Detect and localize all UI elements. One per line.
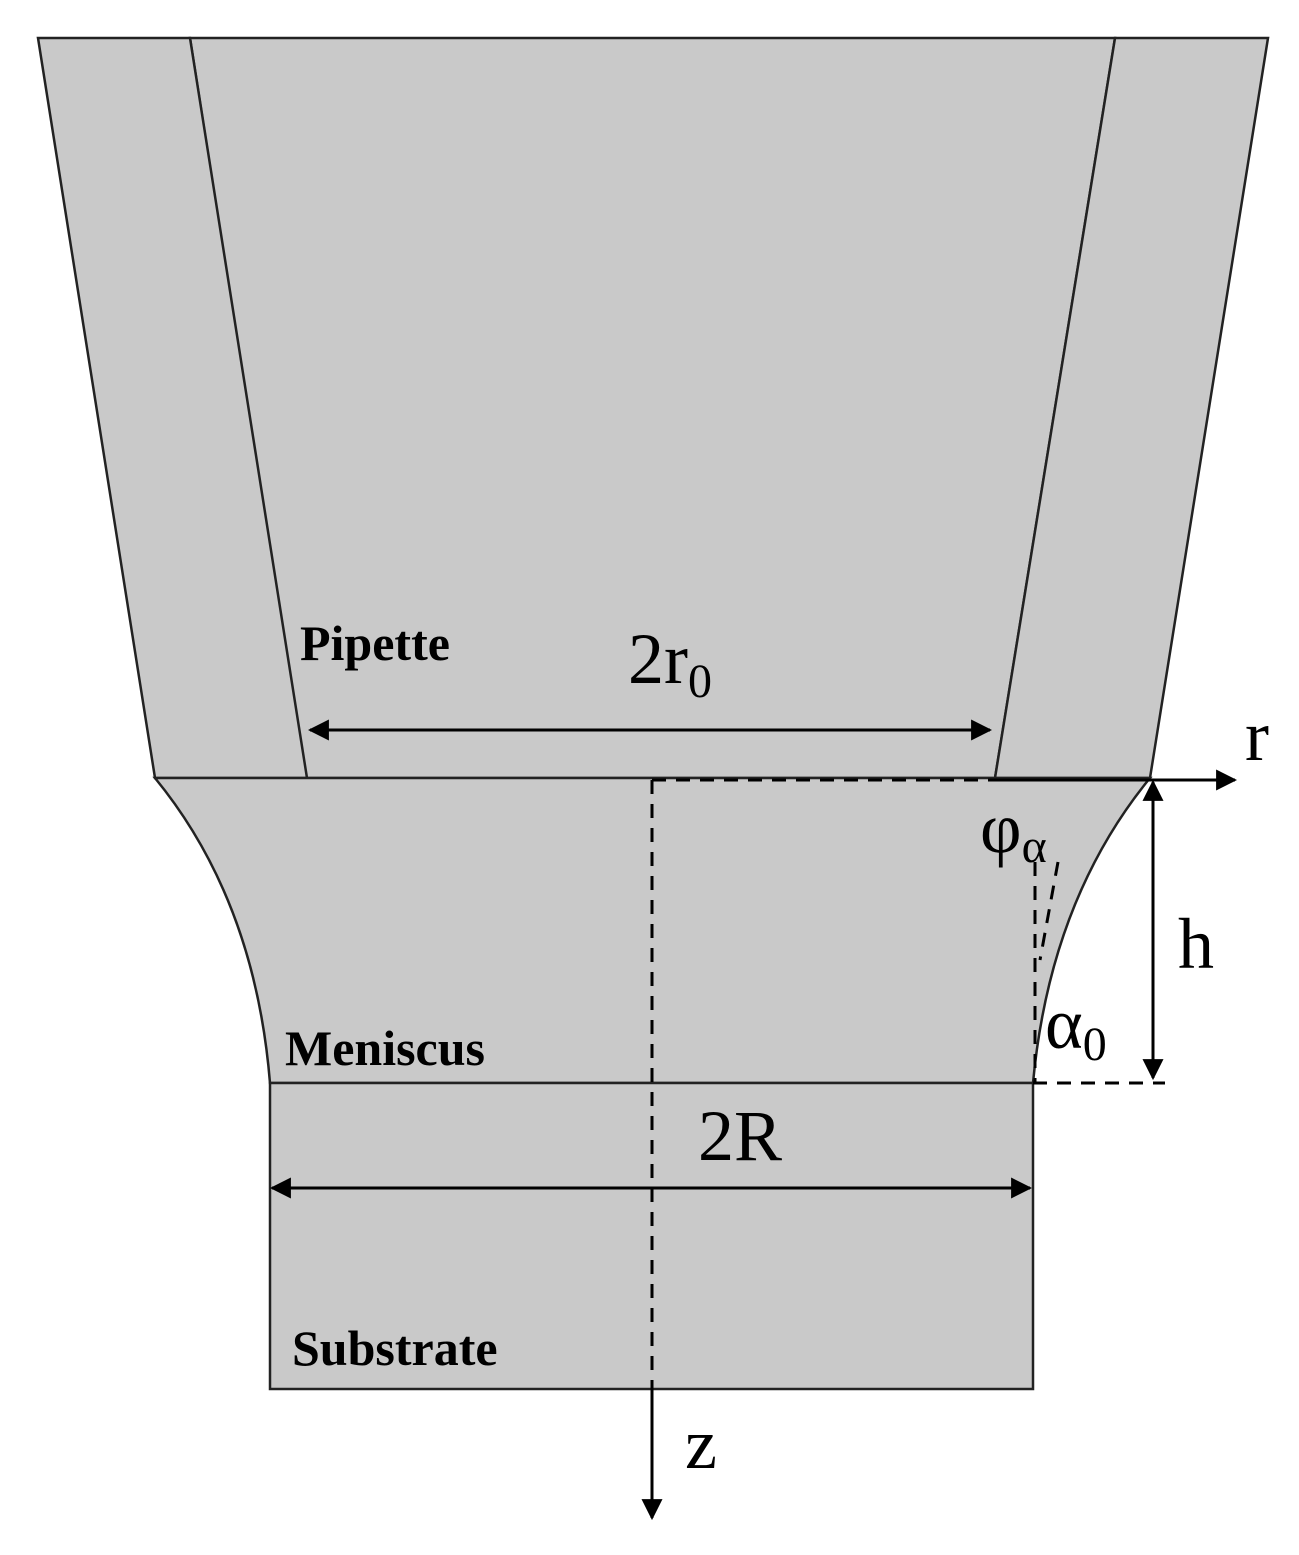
contact-angle-alpha-label: α0 [1045, 984, 1107, 1071]
height-label: h [1178, 904, 1214, 984]
pipette-label: Pipette [300, 615, 450, 671]
substrate-label: Substrate [292, 1320, 498, 1376]
meniscus-label: Meniscus [285, 1020, 485, 1076]
z-axis-label: z [685, 1404, 717, 1484]
contact-angle-phi-label: φα [980, 788, 1047, 873]
tip-diameter-label: 2r0 [628, 619, 712, 708]
tangent-dashed [1038, 861, 1060, 961]
r-axis-label: r [1245, 696, 1269, 776]
base-diameter-label: 2R [698, 1096, 782, 1176]
